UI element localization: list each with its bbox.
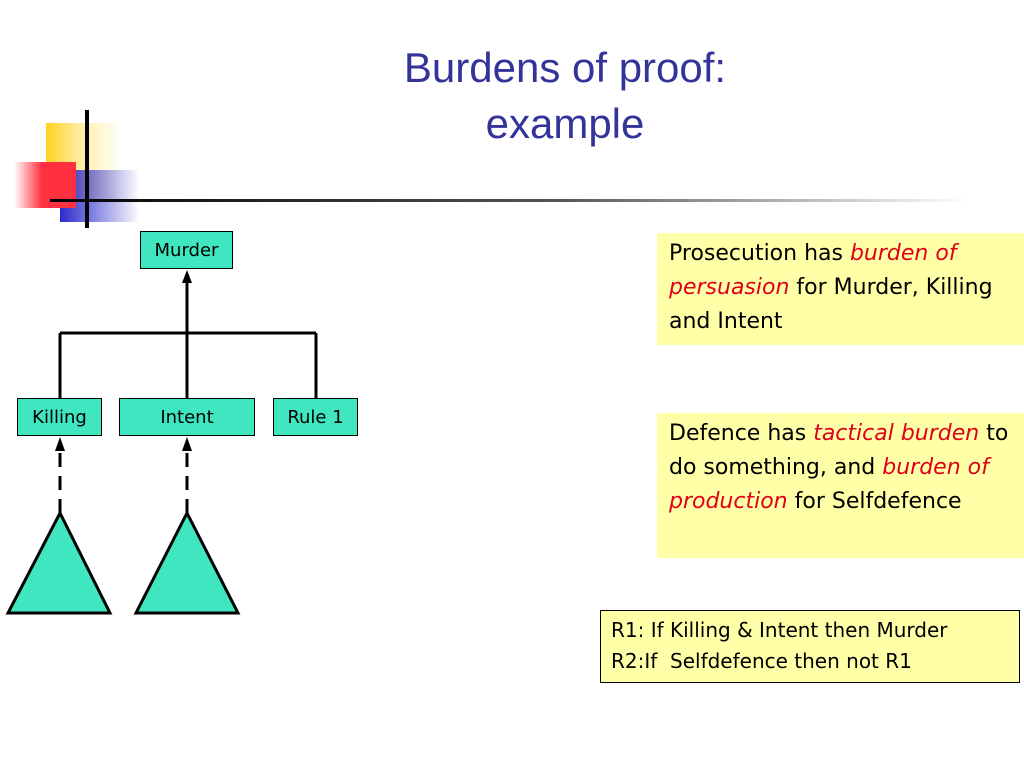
slide-title: Burdens of proof: example: [300, 40, 830, 152]
argument-diagram: [5, 270, 318, 615]
prosecution-text-1: Prosecution has: [669, 241, 850, 266]
deco-horizontal-line: [50, 199, 970, 202]
prosecution-emphasis-persuasion: burden of persuasion: [669, 241, 957, 300]
subtree-triangle-killing: [5, 509, 113, 615]
subtree-triangle-intent: [133, 509, 241, 615]
arrowhead-to-killing: [55, 437, 65, 451]
rules-box: R1: If Killing & Intent then Murder R2:I…: [600, 610, 1020, 683]
note-prosecution: Prosecution has burden of persuasion for…: [657, 233, 1024, 345]
node-killing: Killing: [17, 398, 102, 436]
deco-vertical-line: [85, 110, 89, 228]
node-murder: Murder: [140, 231, 233, 269]
arrowhead-to-murder: [182, 270, 192, 283]
node-intent: Intent: [119, 398, 255, 436]
node-rule-1: Rule 1: [273, 398, 358, 436]
defence-emphasis-production: burden of production: [669, 455, 989, 514]
title-line-1: Burdens of proof:: [403, 44, 727, 91]
prosecution-text-2: for Murder, Killing and Intent: [669, 275, 993, 334]
defence-emphasis-tactical: tactical burden: [813, 421, 980, 446]
rule-r2: R2:If Selfdefence then not R1: [611, 649, 912, 673]
defence-text-1: Defence has: [669, 421, 814, 446]
note-defence: Defence has tactical burden to do someth…: [657, 413, 1024, 558]
defence-text-3: for Selfdefence: [787, 489, 962, 514]
corner-decoration: [14, 110, 970, 228]
title-line-2: example: [485, 100, 645, 147]
rule-r1: R1: If Killing & Intent then Murder: [611, 618, 948, 642]
defence-text-2: to do something, and: [669, 421, 1009, 480]
arrowhead-to-intent: [182, 437, 192, 451]
